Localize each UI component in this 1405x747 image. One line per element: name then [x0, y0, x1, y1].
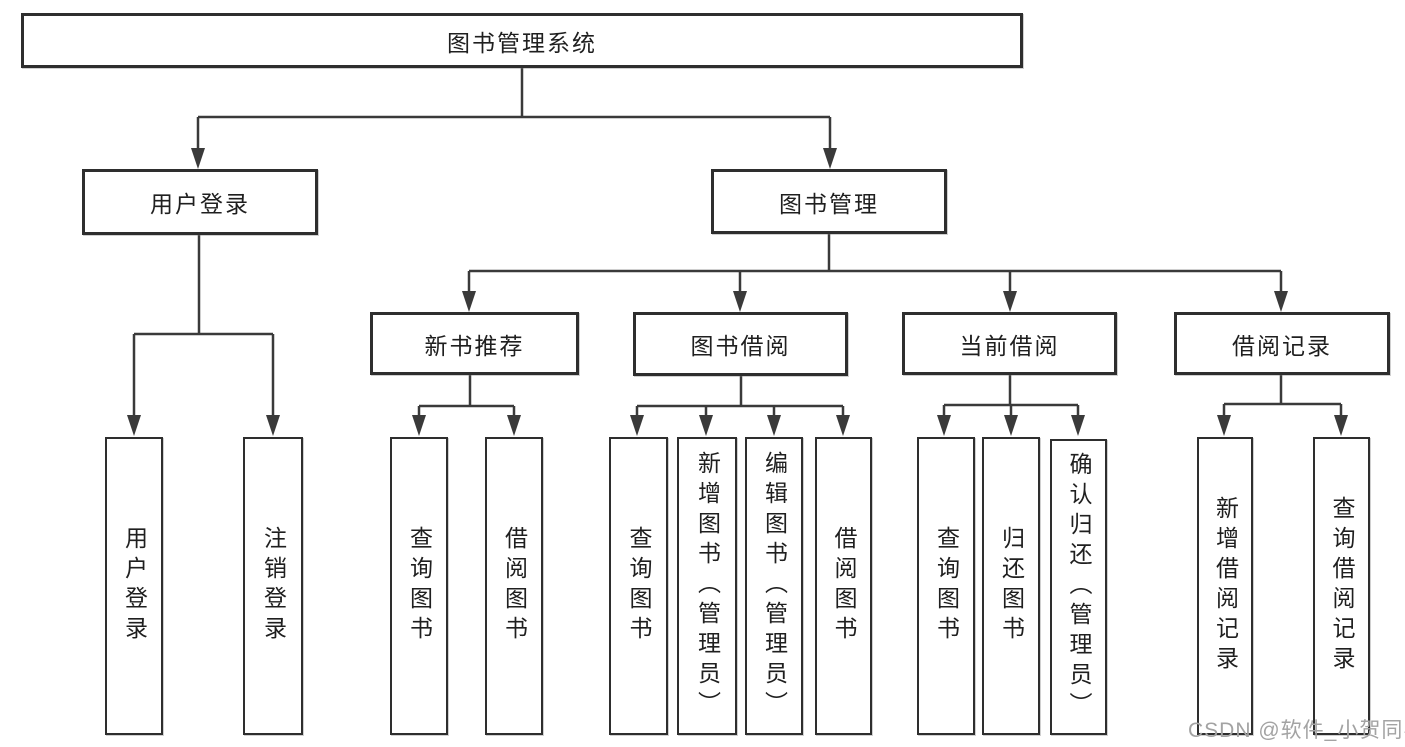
leaf-return-books: 归还图书	[982, 437, 1040, 735]
leaf-user-login: 用户登录	[105, 437, 163, 735]
node-new-book-recommend: 新书推荐	[370, 312, 579, 375]
csdn-watermark: CSDN @软件_小贺同学	[1188, 719, 1405, 742]
leaf-confirm-return-admin: 确认归还（管理员）	[1050, 439, 1107, 735]
edge-root-to-level2	[191, 68, 837, 169]
leaf-borrow-books-2: 借阅图书	[815, 437, 872, 735]
node-current-borrow: 当前借阅	[902, 312, 1117, 375]
node-book-borrow: 图书借阅	[633, 312, 848, 376]
node-book-management: 图书管理	[711, 169, 947, 234]
leaf-add-borrow-record: 新增借阅记录	[1197, 437, 1253, 735]
edge-current-borrow-children	[937, 375, 1085, 436]
node-user-login: 用户登录	[82, 169, 318, 235]
edge-user-login-children	[127, 235, 280, 436]
edge-new-book-children	[412, 375, 521, 436]
edge-book-borrow-children	[630, 376, 850, 436]
leaf-query-books-1: 查询图书	[390, 437, 448, 735]
leaf-borrow-books-1: 借阅图书	[485, 437, 543, 735]
leaf-query-books-2: 查询图书	[609, 437, 668, 735]
node-borrow-record: 借阅记录	[1174, 312, 1390, 375]
leaf-logout: 注销登录	[243, 437, 303, 735]
edge-borrow-record-children	[1217, 375, 1348, 436]
leaf-query-books-3: 查询图书	[917, 437, 975, 735]
node-library-management-system: 图书管理系统	[21, 13, 1023, 68]
leaf-edit-books-admin: 编辑图书（管理员）	[745, 437, 803, 735]
leaf-add-books-admin: 新增图书（管理员）	[677, 437, 737, 735]
leaf-query-borrow-record: 查询借阅记录	[1313, 437, 1370, 735]
edge-book-management-children	[462, 234, 1288, 312]
